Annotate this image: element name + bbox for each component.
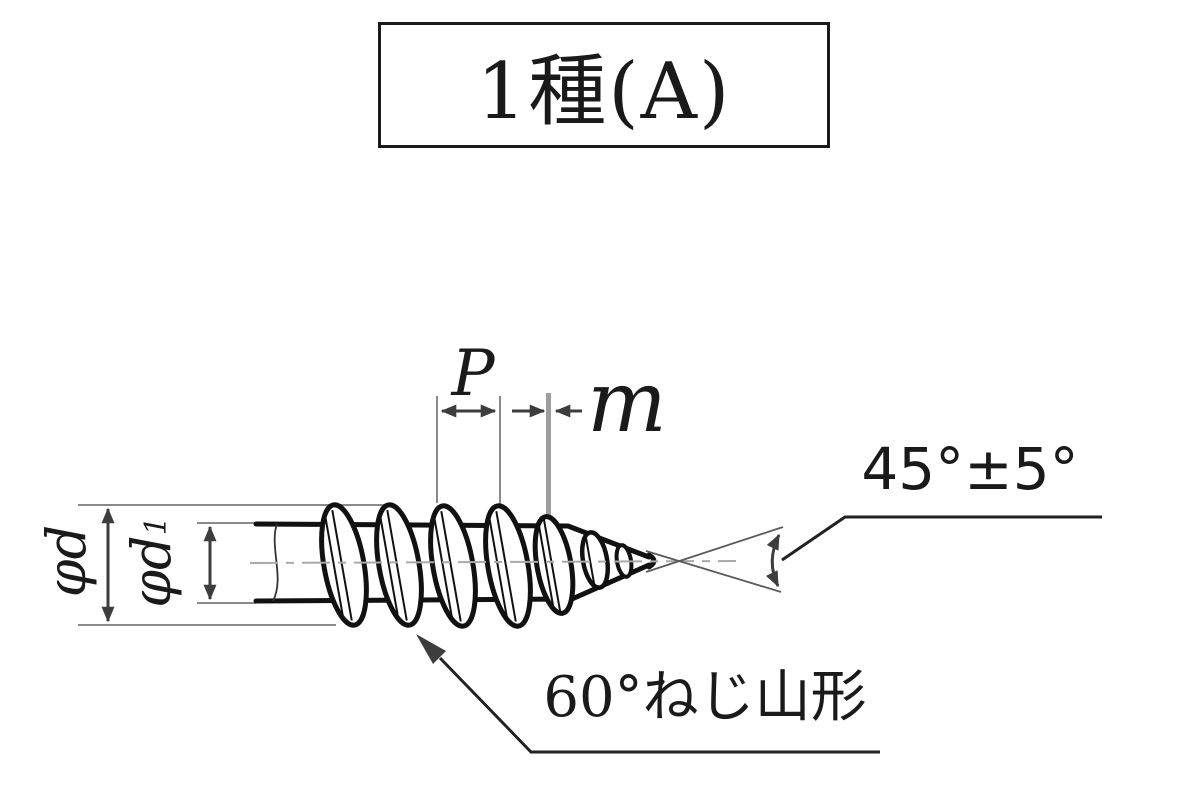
dimension-arrows (101, 404, 781, 623)
major-diameter-symbol: φd (34, 524, 98, 598)
thread-form-leader (438, 656, 880, 754)
thread-crest (483, 503, 533, 629)
major-diameter-label: φd (34, 496, 98, 626)
point-angle-label: 45°±5° (861, 435, 1079, 503)
root-diameter-symbol: φd (119, 535, 183, 608)
thread-crest (374, 502, 424, 628)
thread-crest (319, 502, 369, 628)
pitch-label: P (451, 337, 495, 411)
crest-flat-label: m (587, 353, 667, 451)
thread-form-label: 60°ねじ山形 (543, 665, 867, 730)
point-angle-extension-lines (645, 526, 784, 593)
thread-crest (428, 503, 478, 629)
point-angle-leader (781, 515, 1102, 562)
center-line (249, 560, 737, 564)
thread-crests (319, 502, 634, 629)
type-title-box: 1種(A) (378, 22, 830, 148)
point-angle-line-upper (645, 526, 784, 573)
point-angle-arc-arrow (765, 533, 781, 588)
type-title: 1種(A) (476, 47, 732, 137)
thread-form-arrowhead (416, 634, 446, 664)
point-angle-line-lower (645, 550, 782, 593)
leader-lines (438, 515, 1102, 754)
